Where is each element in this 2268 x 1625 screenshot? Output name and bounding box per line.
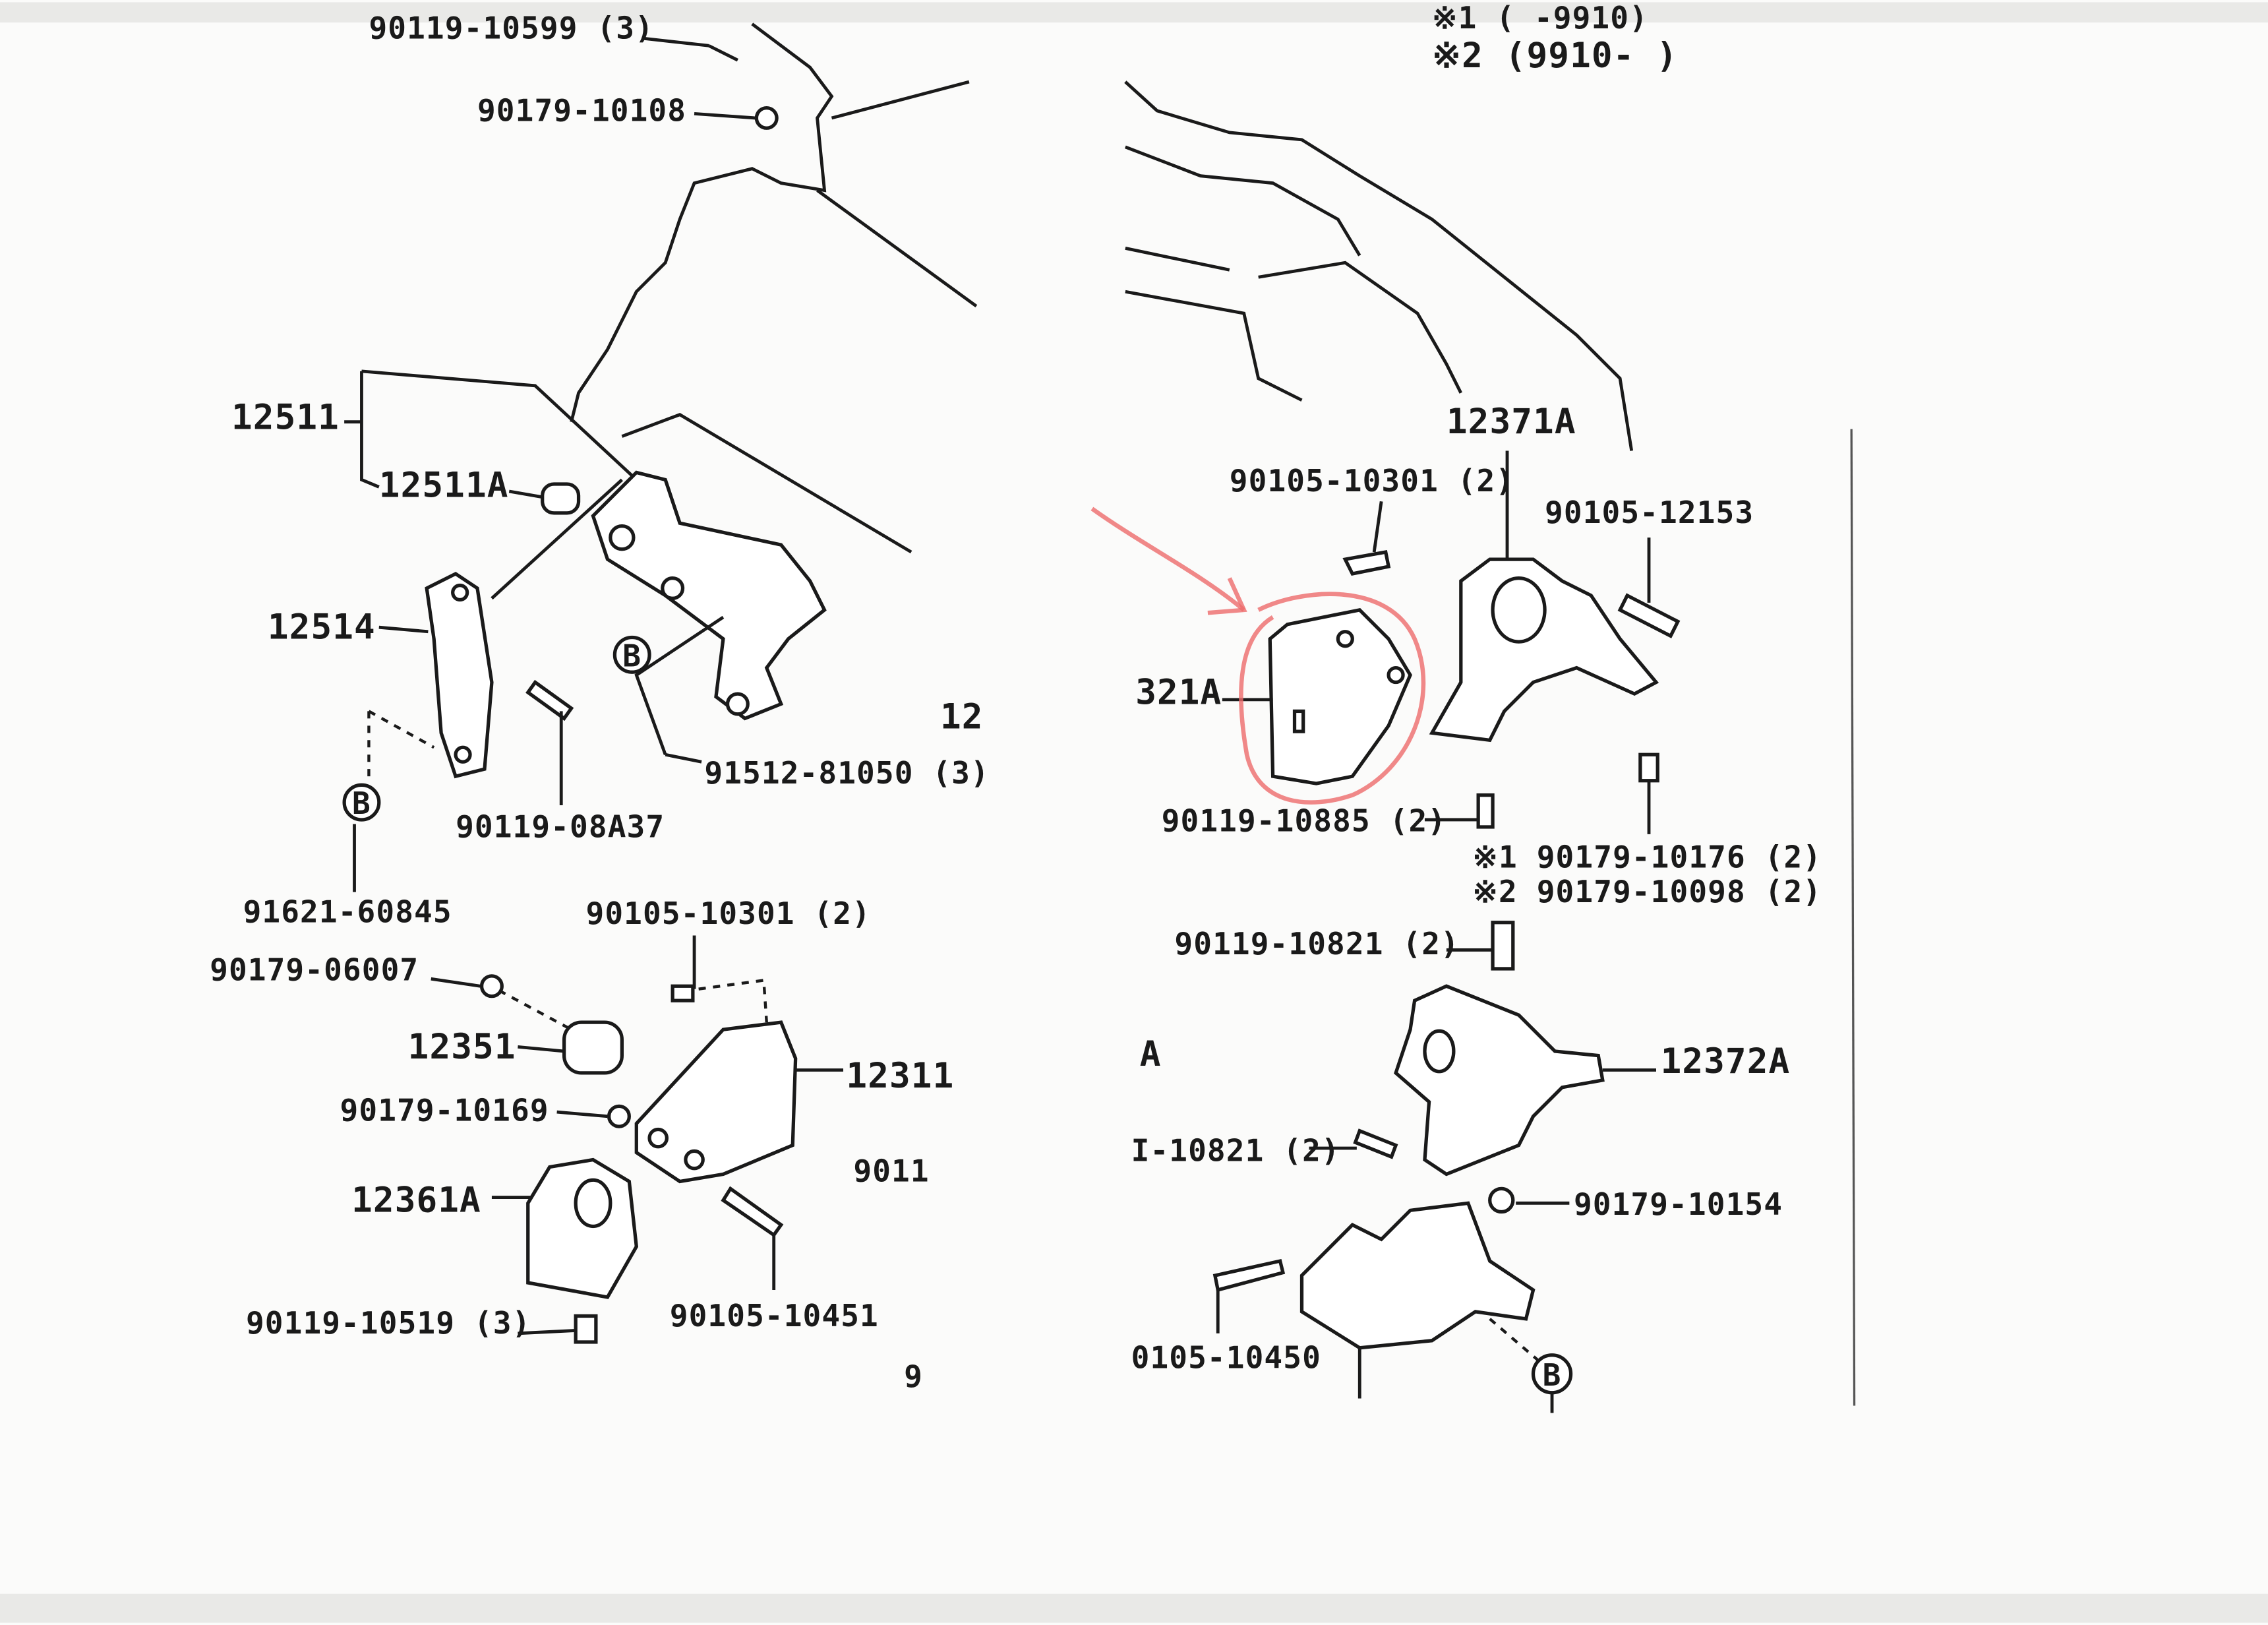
bracket-12311 bbox=[634, 1020, 798, 1238]
label-90119-10599: 90119-10599 (3) bbox=[369, 10, 653, 46]
nut-90179-10108 bbox=[754, 106, 779, 130]
engine-block-outline bbox=[361, 22, 978, 554]
label-12311: 12311 bbox=[846, 1056, 954, 1096]
label-90179-10108: 90179-10108 bbox=[477, 92, 686, 128]
label-12351: 12351 bbox=[408, 1027, 516, 1067]
note-2: ※2 (9910- ) bbox=[1432, 36, 1678, 76]
bushing-12511A bbox=[541, 482, 581, 515]
bolt-90119-10885 bbox=[1476, 793, 1495, 829]
label-90119-10519: 90119-10519 (3) bbox=[246, 1305, 531, 1341]
label-12514: 12514 bbox=[268, 607, 376, 648]
label-91512-81050: 91512-81050 (3) bbox=[704, 755, 989, 791]
mount-12351 bbox=[479, 974, 695, 1128]
scan-edge-top bbox=[0, 2, 2268, 23]
label-90179-10176: ※1 90179-10176 (2) bbox=[1472, 839, 1822, 874]
svg-text:B: B bbox=[352, 785, 371, 821]
section-a-label: A bbox=[1140, 1034, 1162, 1074]
label-12511A: 12511A bbox=[379, 466, 509, 506]
label-12371A: 12371A bbox=[1447, 402, 1576, 442]
label-12361A: 12361A bbox=[351, 1180, 481, 1221]
label-90179-10169: 90179-10169 bbox=[340, 1092, 549, 1128]
label-90105-10301-right: 90105-10301 (2) bbox=[1230, 463, 1514, 499]
label-12511: 12511 bbox=[231, 398, 340, 438]
label-90105-10451: 90105-10451 bbox=[670, 1298, 879, 1334]
svg-text:B: B bbox=[1543, 1357, 1562, 1393]
label-90179-10154: 90179-10154 bbox=[1574, 1186, 1783, 1222]
note-1: ※1 ( -9910) bbox=[1432, 0, 1648, 36]
bracket-12511 bbox=[541, 470, 827, 721]
red-highlight-annotation bbox=[1090, 506, 1426, 805]
nut-right bbox=[1638, 752, 1659, 783]
label-90105-10301-left: 90105-10301 (2) bbox=[586, 896, 871, 931]
label-90105-12153: 90105-12153 bbox=[1545, 495, 1754, 530]
label-90119-10821: 90119-10821 (2) bbox=[1174, 926, 1459, 962]
label-12372A: 12372A bbox=[1661, 1041, 1791, 1082]
label-12: 12 bbox=[940, 697, 984, 737]
bracket-12514 bbox=[425, 571, 494, 779]
mount-12361A bbox=[526, 1157, 639, 1344]
scan-edge-bottom bbox=[0, 1593, 2268, 1623]
label-10821-cut: I-10821 (2) bbox=[1131, 1133, 1340, 1169]
label-90119-08A37: 90119-08A37 bbox=[456, 809, 665, 844]
transmission-outline bbox=[1124, 80, 1634, 451]
bracket-12325A bbox=[1212, 1201, 1536, 1350]
svg-text:B: B bbox=[622, 638, 642, 673]
label-90119-10885: 90119-10885 (2) bbox=[1162, 803, 1447, 839]
mount-12371A bbox=[1342, 550, 1681, 743]
label-90179-10098: ※2 90179-10098 (2) bbox=[1472, 874, 1822, 909]
label-321A: 321A bbox=[1135, 672, 1222, 712]
leader-lines-right bbox=[1216, 450, 1656, 1413]
label-0105-10450: 0105-10450 bbox=[1131, 1339, 1321, 1375]
label-91621-60845: 91621-60845 bbox=[243, 894, 452, 930]
reference-b-right: B bbox=[1531, 1353, 1573, 1395]
label-9011-cut: 9011 bbox=[853, 1153, 929, 1188]
bracket-12321A bbox=[1268, 607, 1412, 785]
page-fold-line bbox=[1850, 429, 1856, 1406]
page-number: 9 bbox=[904, 1359, 923, 1394]
bolt-90119-10599 bbox=[707, 44, 738, 62]
reference-b-left-top: B bbox=[612, 635, 651, 674]
leader-lines-left bbox=[344, 36, 844, 1335]
mount-12372A bbox=[1353, 984, 1605, 1214]
bolt-90119-10821 bbox=[1491, 921, 1515, 971]
label-90179-06007: 90179-06007 bbox=[210, 952, 419, 987]
reference-b-left-bottom: B bbox=[342, 783, 381, 822]
bolt-90119-08A37 bbox=[525, 679, 574, 721]
